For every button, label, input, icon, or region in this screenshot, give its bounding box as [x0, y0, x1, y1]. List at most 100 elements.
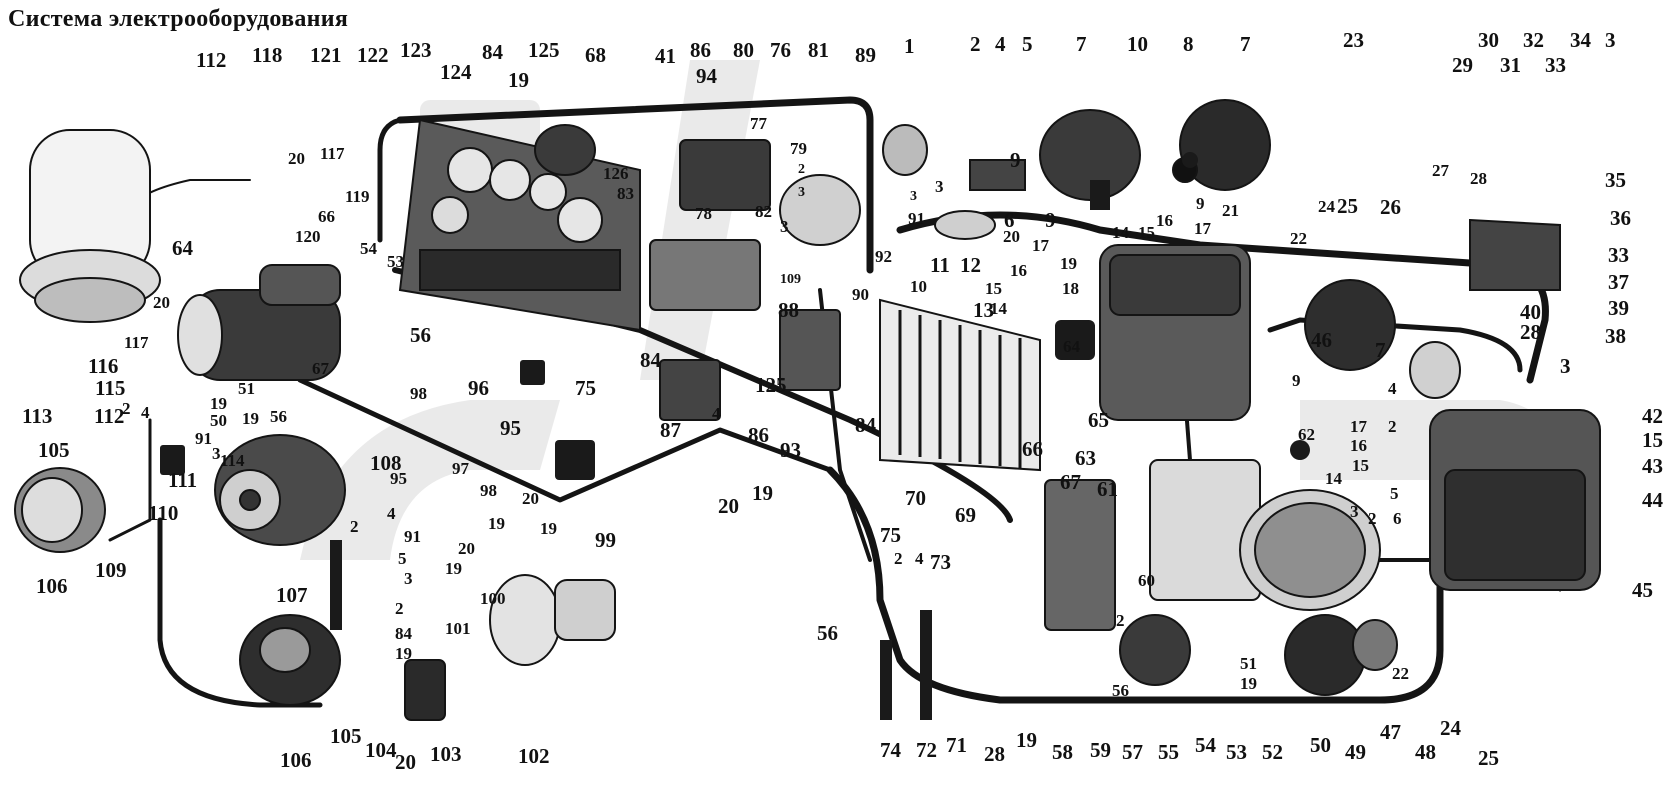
callout-12: 12 [960, 253, 981, 277]
callout-2d: 2 [350, 517, 359, 536]
callout-109b: 109 [95, 558, 127, 582]
callout-5b: 5 [1390, 484, 1399, 503]
callout-76: 76 [770, 38, 791, 62]
callout-50b: 50 [1310, 733, 1331, 757]
callout-115: 115 [95, 376, 126, 400]
callout-8: 8 [1183, 32, 1194, 56]
callout-16a: 16 [1010, 261, 1027, 280]
instrument-panel [398, 118, 641, 332]
callout-6a: 6 [1004, 208, 1015, 232]
callout-22b: 22 [1392, 664, 1409, 683]
callout-64a: 64 [172, 236, 193, 260]
callout-4c: 4 [387, 504, 396, 523]
starter-motor [177, 264, 341, 381]
callout-94: 94 [696, 64, 717, 88]
callout-4f: 4 [915, 549, 924, 568]
callout-87: 87 [660, 418, 681, 442]
callout-33b: 33 [1608, 243, 1629, 267]
callout-14a: 14 [990, 299, 1007, 318]
callout-51b: 51 [1240, 654, 1257, 673]
callout-73: 73 [930, 550, 951, 574]
callout-9d: 9 [1292, 371, 1301, 390]
callout-56d: 56 [1112, 681, 1129, 700]
callout-2g: 2 [1368, 509, 1377, 528]
callout-60: 60 [1138, 571, 1155, 590]
callout-75b: 75 [880, 523, 901, 547]
callout-79: 79 [790, 139, 807, 158]
callout-91a: 91 [908, 209, 925, 228]
callout-51a: 51 [238, 379, 255, 398]
callout-112b: 112 [94, 404, 125, 428]
callout-28c: 28 [984, 742, 1005, 766]
callout-2: 2 [970, 32, 981, 56]
callout-2h: 2 [1116, 611, 1125, 630]
callout-2f: 2 [1388, 417, 1397, 436]
callout-14b: 14 [1112, 223, 1129, 242]
callout-52: 52 [1262, 740, 1283, 764]
callout-21: 21 [1222, 201, 1239, 220]
callout-15b: 15 [1138, 223, 1155, 242]
callout-91b: 91 [195, 429, 212, 448]
callout-54a: 54 [360, 239, 377, 258]
callout-91c: 91 [404, 527, 421, 546]
callout-56c: 56 [817, 621, 838, 645]
callout-13: 13 [973, 298, 994, 322]
callout-25a: 25 [1337, 194, 1358, 218]
callout-2c: 2 [122, 399, 131, 418]
callout-47: 47 [1380, 720, 1401, 744]
callout-28b: 28 [1520, 320, 1541, 344]
callout-82: 82 [755, 202, 772, 221]
callout-63: 63 [1075, 446, 1096, 470]
callout-1: 1 [904, 34, 915, 58]
callout-10b: 10 [910, 277, 927, 296]
callout-19a: 19 [508, 68, 529, 92]
small-parts [160, 152, 1310, 720]
callout-16c: 16 [1350, 436, 1367, 455]
bottom-motors [404, 574, 1398, 721]
callout-38: 38 [1605, 324, 1626, 348]
callout-20g: 20 [395, 750, 416, 774]
air-filter-unit [19, 129, 161, 323]
callout-68: 68 [585, 43, 606, 67]
callout-19c: 19 [242, 409, 259, 428]
callout-15d: 15 [1642, 428, 1663, 452]
callout-17c: 17 [1350, 417, 1367, 436]
callout-43: 43 [1642, 454, 1663, 478]
callout-7c: 7 [1375, 338, 1386, 362]
callout-70: 70 [905, 486, 926, 510]
callout-66b: 66 [1022, 437, 1043, 461]
relay-box-right [1044, 218, 1561, 631]
callout-3i: 3 [1350, 502, 1359, 521]
callout-120: 120 [295, 227, 321, 246]
callout-99: 99 [595, 528, 616, 552]
callout-20b: 20 [153, 293, 170, 312]
callout-57: 57 [1122, 740, 1143, 764]
callout-15a: 15 [985, 279, 1002, 298]
callout-5: 5 [1022, 32, 1033, 56]
callout-7a: 7 [1076, 32, 1087, 56]
callout-106b: 106 [280, 748, 312, 772]
callout-20e: 20 [718, 494, 739, 518]
callout-24b: 24 [1440, 716, 1461, 740]
callout-45: 45 [1632, 578, 1653, 602]
callout-84b: 84 [395, 624, 412, 643]
callout-114: 114 [220, 451, 245, 470]
callout-105b: 105 [330, 724, 362, 748]
callout-55: 55 [1158, 740, 1179, 764]
page-title: Система электрооборудования [8, 6, 349, 32]
callout-2e: 2 [395, 599, 404, 618]
callout-119: 119 [345, 187, 370, 206]
callout-10: 10 [1127, 32, 1148, 56]
callout-117a: 117 [320, 144, 345, 163]
callout-5a: 5 [398, 549, 407, 568]
callout-122: 122 [357, 43, 389, 67]
callout-19k: 19 [1240, 674, 1257, 693]
callout-19e: 19 [540, 519, 557, 538]
callout-22a: 22 [1290, 229, 1307, 248]
callout-64b: 64 [1063, 337, 1080, 356]
callout-65: 65 [1088, 408, 1109, 432]
callout-4: 4 [995, 32, 1006, 56]
callout-98a: 98 [410, 384, 427, 403]
